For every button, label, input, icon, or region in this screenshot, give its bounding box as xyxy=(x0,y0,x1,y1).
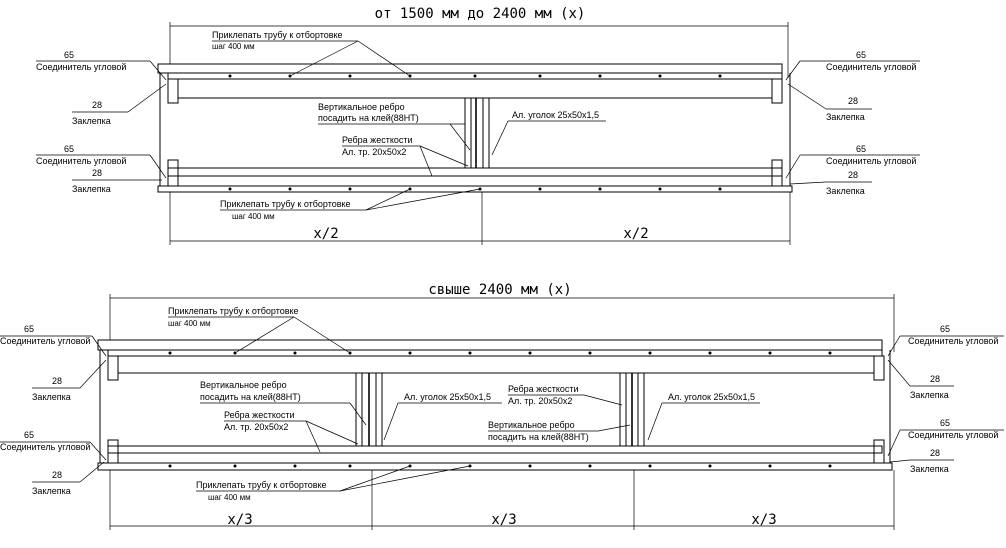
bottom-note-stiff-r-1: Ребра жесткости xyxy=(508,384,579,394)
bottom-right-lower-rivet-num: 28 xyxy=(930,448,940,458)
bottom-right-upper-label: Соединитель угловой xyxy=(908,336,998,346)
bottom-left-lower-label: Соединитель угловой xyxy=(0,442,90,452)
bottom-note-stiff-l-2: Ал. тр. 20х50х2 xyxy=(224,422,288,432)
top-right-lower-rivet-label: Заклепка xyxy=(826,186,865,196)
bottom-left-lower-rivet-label: Заклепка xyxy=(32,486,71,496)
bottom-note-vert-rib-l-2: посадить на клей(88НТ) xyxy=(200,392,301,402)
top-left-lower-num: 65 xyxy=(64,144,74,154)
bottom-left-lower-rivet-num: 28 xyxy=(52,470,62,480)
bottom-dim-3: x/3 xyxy=(751,512,776,528)
top-right-lower-rivet-num: 28 xyxy=(848,170,858,180)
top-note-rivet-top-1: Приклепать трубу к отбортовке xyxy=(212,30,343,40)
bottom-right-lower-rivet-label: Заклепка xyxy=(910,464,949,474)
top-note-angle: Ал. уголок 25х50х1,5 xyxy=(512,110,599,120)
bottom-note-angle-l: Ал. уголок 25х50х1,5 xyxy=(404,392,491,402)
top-lower-tube-b xyxy=(177,175,773,187)
top-right-upper-label: Соединитель угловой xyxy=(826,62,916,72)
bottom-note-angle-r: Ал. уголок 25х50х1,5 xyxy=(668,392,755,402)
top-left-upper-label: Соединитель угловой xyxy=(36,62,126,72)
bottom-note-rivet-bottom-2: шаг 400 мм xyxy=(208,493,251,502)
bottom-note-rivet-bottom-1: Приклепать трубу к отбортовке xyxy=(196,480,327,490)
bottom-lower-tube-a xyxy=(107,445,883,454)
bottom-left-lower-num: 65 xyxy=(24,430,34,440)
top-left-lower-rivet-label: Заклепка xyxy=(72,184,111,194)
top-upper-tube-b xyxy=(177,78,773,99)
top-corner-ul xyxy=(167,78,179,104)
top-title: от 1500 мм до 2400 мм (x) xyxy=(375,6,586,22)
bottom-note-vert-rib-l-1: Вертикальное ребро xyxy=(200,380,287,390)
bottom-note-stiff-l-1: Ребра жесткости xyxy=(224,410,295,420)
bottom-frame-drawing: свыше 2400 мм (x) xyxy=(0,282,1004,530)
top-note-rivet-bottom-2: шаг 400 мм xyxy=(232,212,275,221)
bottom-left-rivet-label: Заклепка xyxy=(32,392,71,402)
top-note-vert-rib-1: Вертикальное ребро xyxy=(318,102,405,112)
top-upper-flange xyxy=(157,63,783,74)
top-rib-left xyxy=(464,97,472,169)
bottom-left-rivet-num: 28 xyxy=(52,376,62,386)
bottom-note-rivet-top-2: шаг 400 мм xyxy=(168,319,211,328)
top-left-lower-label: Соединитель угловой xyxy=(36,156,126,166)
top-note-stiff-2: Ал. тр. 20х50х2 xyxy=(342,147,406,157)
bottom-right-lower-num: 65 xyxy=(940,418,950,428)
top-note-vert-rib-2: посадить на клей(88НТ) xyxy=(318,113,419,123)
top-note-rivet-bottom-1: Приклепать трубу к отбортовке xyxy=(220,199,351,209)
bottom-note-vert-rib-r-1: Вертикальное ребро xyxy=(488,420,575,430)
bottom-upper-flange xyxy=(97,339,883,351)
top-note-stiff-1: Ребра жесткости xyxy=(342,135,413,145)
top-rib-right xyxy=(482,97,490,169)
top-left-rivet-num: 28 xyxy=(92,100,102,110)
top-right-lower-label: Соединитель угловой xyxy=(826,156,916,166)
top-frame-drawing: от 1500 мм до 2400 мм (x) xyxy=(36,6,920,245)
bottom-note-rivet-top-1: Приклепать трубу к отбортовке xyxy=(168,306,299,316)
top-lower-tube-a xyxy=(167,167,783,177)
top-right-rivet-num: 28 xyxy=(848,96,858,106)
bottom-right-upper-num: 65 xyxy=(940,324,950,334)
bottom-left-upper-num: 65 xyxy=(24,324,34,334)
top-right-upper-num: 65 xyxy=(856,50,866,60)
bottom-right-rivet-num: 28 xyxy=(930,374,940,384)
bottom-lower-tube-b xyxy=(117,452,875,464)
top-left-lower-rivet-num: 28 xyxy=(92,168,102,178)
bottom-dim-2: x/3 xyxy=(491,512,516,528)
top-dim-left: x/2 xyxy=(313,226,338,242)
top-right-lower-num: 65 xyxy=(856,144,866,154)
bottom-left-upper-label: Соединитель угловой xyxy=(0,336,90,346)
bottom-right-rivet-label: Заклепка xyxy=(910,390,949,400)
bottom-note-vert-rib-r-2: посадить на клей(88НТ) xyxy=(488,432,589,442)
bottom-upper-tube-a xyxy=(107,349,883,357)
bottom-upper-tube-b xyxy=(117,355,875,374)
top-lower-flange xyxy=(157,185,793,193)
top-corner-ur xyxy=(771,78,783,104)
top-corner-ll xyxy=(167,159,179,187)
bottom-lower-flange xyxy=(97,462,893,471)
top-dim-right: x/2 xyxy=(623,226,648,242)
top-right-rivet-label: Заклепка xyxy=(826,112,865,122)
top-left-rivet-label: Заклепка xyxy=(72,116,111,126)
bottom-right-lower-label: Соединитель угловой xyxy=(908,430,998,440)
bottom-dim-1: x/3 xyxy=(227,512,252,528)
top-note-rivet-top-2: шаг 400 мм xyxy=(212,42,255,51)
top-left-upper-num: 65 xyxy=(64,50,74,60)
bottom-note-stiff-r-2: Ал. тр. 20х50х2 xyxy=(508,396,572,406)
bottom-rivets xyxy=(168,351,832,468)
bottom-title: свыше 2400 мм (x) xyxy=(428,282,571,298)
top-corner-lr xyxy=(771,159,783,187)
